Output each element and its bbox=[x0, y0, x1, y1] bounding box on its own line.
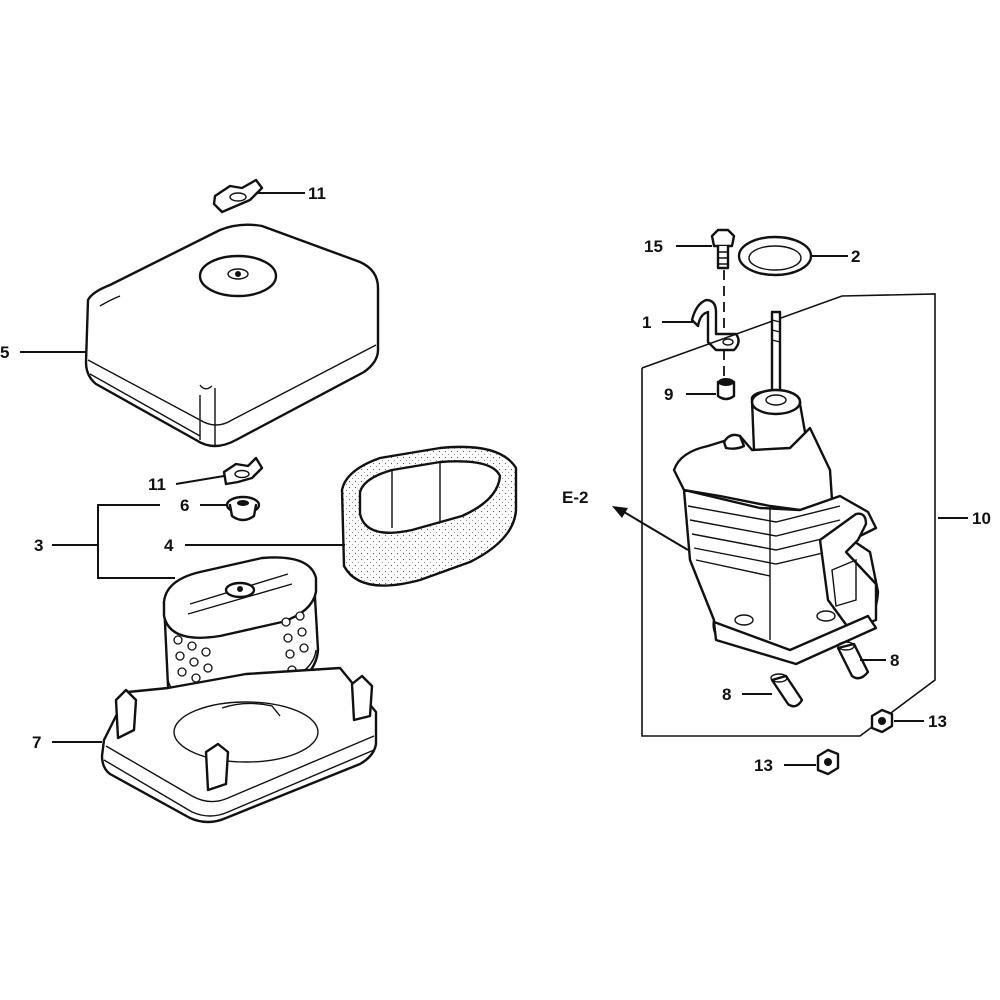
leader-lines bbox=[20, 192, 968, 766]
callout-11-middle: 11 bbox=[148, 475, 166, 494]
wing-nut-top bbox=[212, 178, 264, 214]
tube-left bbox=[770, 673, 804, 708]
callout-4: 4 bbox=[164, 536, 174, 555]
air-cleaner-base bbox=[100, 666, 378, 824]
collar bbox=[716, 378, 736, 401]
callout-8-left: 8 bbox=[722, 685, 731, 704]
callout-9: 9 bbox=[664, 385, 673, 404]
callout-2: 2 bbox=[851, 247, 860, 266]
nut-right bbox=[870, 708, 894, 734]
air-cleaner-cover bbox=[84, 223, 380, 448]
bolt bbox=[710, 228, 736, 270]
foam-element bbox=[340, 445, 518, 587]
part-group-outline bbox=[641, 293, 936, 737]
gasket bbox=[737, 235, 813, 277]
callout-11-top: 11 bbox=[308, 184, 326, 203]
callout-labels: 11 5 11 6 3 4 7 15 2 1 9 E-2 10 8 8 13 1… bbox=[0, 184, 991, 775]
reference-e2: E-2 bbox=[562, 488, 588, 507]
stay-bracket bbox=[690, 298, 740, 352]
callout-3: 3 bbox=[34, 536, 43, 555]
callout-7: 7 bbox=[32, 733, 41, 752]
muffler-body bbox=[672, 310, 880, 666]
kit-bracket bbox=[52, 504, 345, 579]
callout-6: 6 bbox=[180, 496, 189, 515]
callout-13-right: 13 bbox=[928, 712, 947, 731]
grommet bbox=[225, 495, 261, 522]
tube-right bbox=[836, 641, 870, 680]
callout-10: 10 bbox=[972, 509, 991, 528]
callout-5: 5 bbox=[0, 343, 9, 362]
nut-left bbox=[816, 748, 840, 776]
callout-13-left: 13 bbox=[754, 756, 773, 775]
wing-nut-middle bbox=[222, 456, 264, 486]
callout-1: 1 bbox=[642, 313, 651, 332]
paper-element bbox=[162, 556, 320, 709]
callout-8-right: 8 bbox=[890, 651, 899, 670]
callout-15: 15 bbox=[644, 237, 663, 256]
